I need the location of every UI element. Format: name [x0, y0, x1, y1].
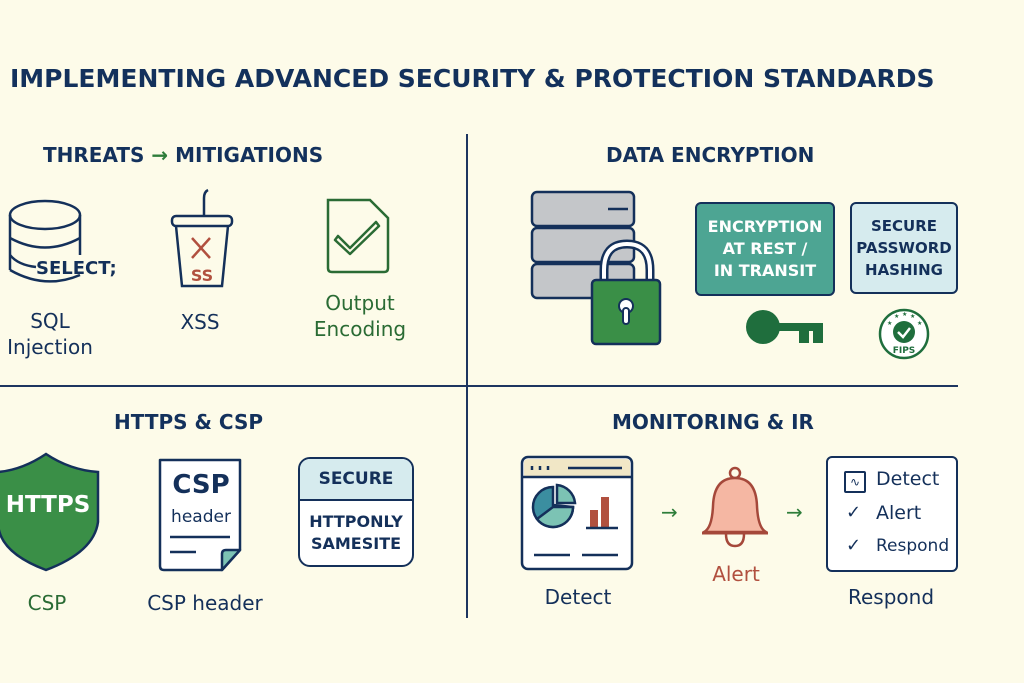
respond-label: Respond [847, 585, 935, 609]
alert-label: Alert [712, 562, 760, 586]
hash-line-1: SECURE [870, 217, 938, 235]
sql-label-line1: SQL [30, 309, 70, 333]
cup-icon [170, 188, 234, 288]
key-icon [746, 310, 823, 344]
server-lock-icon [530, 190, 662, 346]
xss-icon-text: SS [190, 266, 214, 285]
checklist-item-alert: Alert [876, 502, 922, 524]
select-statement-text: SELECT; [36, 258, 117, 279]
svg-text:★: ★ [902, 311, 907, 318]
https-section-title: HTTPS & CSP [114, 410, 264, 434]
vertical-divider [466, 134, 468, 618]
svg-text:★: ★ [910, 313, 915, 320]
svg-text:★: ★ [887, 320, 892, 327]
cookie-httponly: HTTPONLY [309, 512, 403, 531]
page-title: IMPLEMENTING ADVANCED SECURITY & PROTECT… [10, 64, 935, 93]
hash-line-2: PASSWORD [856, 239, 952, 257]
checklist-item-respond: Respond [876, 536, 950, 556]
check-icon: ✓ [846, 502, 862, 523]
csp-document-icon [158, 458, 242, 572]
check-icon: ✓ [846, 535, 862, 556]
dashboard-icon [520, 455, 634, 571]
monitoring-section-title: MONITORING & IR [612, 410, 814, 434]
bell-icon [702, 466, 768, 548]
enc-line-3: IN TRANSIT [713, 261, 817, 280]
arrow-right-icon: → [151, 143, 169, 167]
cookie-samesite: SAMESITE [310, 534, 402, 553]
arrow-right-icon: → [661, 500, 678, 524]
detect-label: Detect [544, 585, 612, 609]
enc-line-2: AT REST / [722, 239, 808, 258]
enc-line-1: ENCRYPTION [707, 217, 823, 236]
threats-title-right: MITIGATIONS [175, 143, 324, 167]
output-encoding-label: Output Encoding [300, 290, 420, 342]
svg-text:★: ★ [894, 313, 899, 320]
encryption-section-title: DATA ENCRYPTION [606, 143, 815, 167]
csp-doc-subtitle: header [171, 507, 231, 527]
output-label-line2: Encoding [313, 317, 407, 341]
password-hashing-box: SECURE PASSWORD HASHING [850, 202, 958, 294]
csp-header-label: CSP header [147, 591, 263, 615]
arrow-right-icon: → [786, 500, 803, 524]
checklist-icon: ∿ Detect ✓ Alert ✓ Respond [826, 456, 958, 572]
database-icon [8, 199, 82, 283]
shield-text: HTTPS [5, 492, 91, 518]
sql-injection-label: SQL Injection [0, 308, 100, 360]
cookie-flags-box: SECURE HTTPONLY SAMESITE [298, 457, 414, 567]
badge-text: FIPS [893, 346, 916, 356]
threats-title-left: THREATS [43, 143, 145, 167]
cookie-secure-header: SECURE [300, 459, 412, 501]
csp-doc-title: CSP [172, 470, 230, 500]
sql-label-line2: Injection [7, 335, 93, 359]
checklist-item-detect: Detect [876, 468, 940, 490]
certified-badge-icon: ★★★★★ FIPS [878, 308, 930, 360]
document-check-icon [326, 198, 390, 274]
threats-section-title: THREATS → MITIGATIONS [43, 143, 323, 167]
horizontal-divider [0, 385, 958, 387]
xss-label: XSS [180, 310, 220, 334]
encryption-at-rest-box: ENCRYPTION AT REST / IN TRANSIT [695, 202, 835, 296]
svg-text:★: ★ [917, 320, 922, 327]
csp-label: CSP [27, 591, 67, 615]
shield-icon [0, 452, 100, 572]
monitor-wave-icon: ∿ [844, 471, 866, 493]
output-label-line1: Output [325, 291, 395, 315]
hash-line-3: HASHING [865, 261, 943, 279]
